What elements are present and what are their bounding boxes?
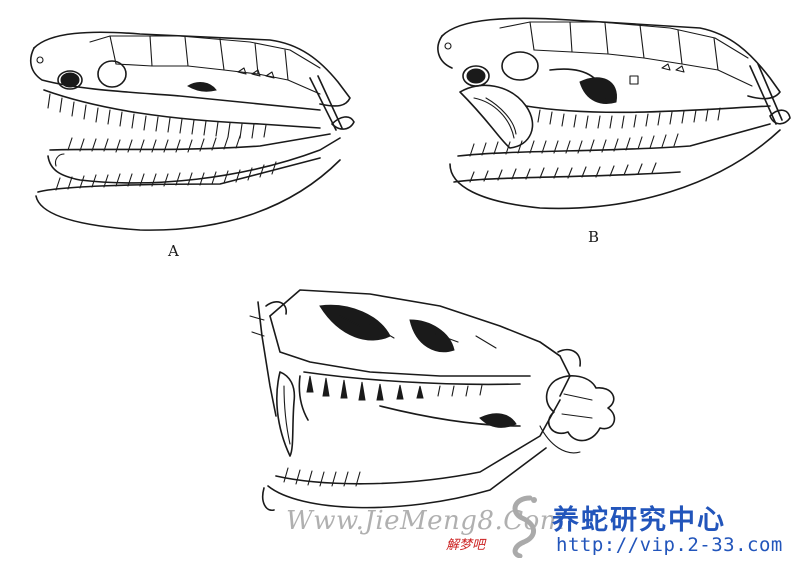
watermark-url-text: Www.JieMeng8.Com [286, 506, 565, 536]
panel-label-a: A [168, 242, 179, 260]
brand-title: 养蛇研究中心 [552, 505, 726, 536]
panel-label-b: B [588, 228, 600, 246]
skull-c-drawing [249, 289, 616, 512]
snake-logo-icon [512, 495, 537, 558]
brand-url-link[interactable]: http://vip.2-33.com [556, 534, 783, 556]
skull-b-drawing [437, 17, 791, 210]
skull-a-drawing [29, 31, 355, 231]
watermark-cn-text: 解梦吧 [446, 538, 486, 553]
